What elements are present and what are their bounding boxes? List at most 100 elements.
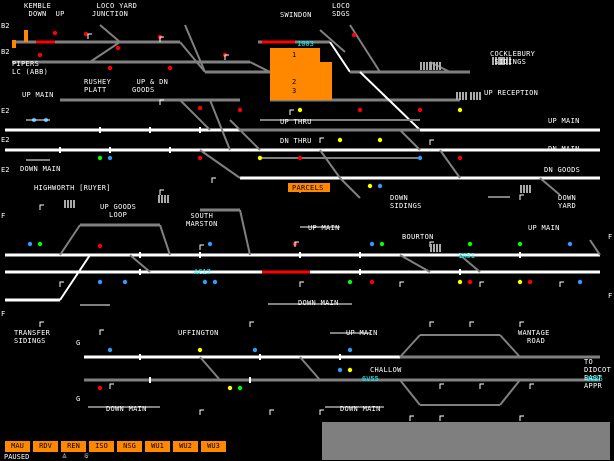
signal-aspect[interactable]	[167, 65, 173, 71]
signal-post[interactable]	[439, 415, 444, 421]
signal-aspect[interactable]	[377, 137, 383, 143]
train-describer-berth[interactable]: 1A51	[458, 252, 475, 260]
signal-aspect[interactable]	[577, 279, 583, 285]
toolbar-button-mau[interactable]: MAU	[5, 441, 30, 452]
signal-aspect[interactable]	[517, 241, 523, 247]
person-icon[interactable]: ♙	[62, 451, 67, 460]
toolbar-button-iso[interactable]: ISO	[89, 441, 114, 452]
signal-post[interactable]	[87, 33, 92, 39]
toolbar-button-wu2[interactable]: WU2	[173, 441, 198, 452]
signal-aspect[interactable]	[337, 137, 343, 143]
signal-aspect[interactable]	[37, 52, 43, 58]
signal-aspect[interactable]	[197, 347, 203, 353]
signal-aspect[interactable]	[97, 155, 103, 161]
signal-post[interactable]	[519, 415, 524, 421]
signal-aspect[interactable]	[351, 32, 357, 38]
signal-post[interactable]	[159, 189, 164, 195]
signal-aspect[interactable]	[107, 65, 113, 71]
signal-post[interactable]	[109, 383, 114, 389]
signal-aspect[interactable]	[379, 241, 385, 247]
signal-post[interactable]	[159, 99, 164, 105]
signal-aspect[interactable]	[517, 279, 523, 285]
signal-aspect[interactable]	[197, 105, 203, 111]
signal-aspect[interactable]	[252, 347, 258, 353]
signal-aspect[interactable]	[107, 155, 113, 161]
signal-post[interactable]	[479, 281, 484, 287]
signal-aspect[interactable]	[347, 347, 353, 353]
signal-aspect[interactable]	[457, 279, 463, 285]
signal-aspect[interactable]	[337, 367, 343, 373]
signal-aspect[interactable]	[417, 107, 423, 113]
signal-aspect[interactable]	[347, 279, 353, 285]
signal-post[interactable]	[249, 321, 254, 327]
signal-aspect[interactable]	[467, 241, 473, 247]
signal-post[interactable]	[409, 415, 414, 421]
signal-post[interactable]	[59, 281, 64, 287]
signal-post[interactable]	[469, 321, 474, 327]
signal-aspect[interactable]	[347, 367, 353, 373]
toolbar-button-wu1[interactable]: WU1	[145, 441, 170, 452]
signal-aspect[interactable]	[467, 279, 473, 285]
signal-aspect[interactable]	[457, 155, 463, 161]
phone-icon[interactable]: ☏	[84, 451, 89, 460]
signal-aspect[interactable]	[37, 241, 43, 247]
signal-post[interactable]	[319, 137, 324, 143]
signal-post[interactable]	[99, 329, 104, 335]
signal-aspect[interactable]	[527, 279, 533, 285]
toolbar-button-nsg[interactable]: NSG	[117, 441, 142, 452]
signal-post[interactable]	[39, 204, 44, 210]
signal-aspect[interactable]	[417, 155, 423, 161]
signal-post[interactable]	[479, 383, 484, 389]
signal-aspect[interactable]	[457, 107, 463, 113]
signal-post[interactable]	[199, 409, 204, 415]
signal-aspect[interactable]	[207, 241, 213, 247]
signal-aspect[interactable]	[212, 279, 218, 285]
signal-aspect[interactable]	[97, 279, 103, 285]
signal-aspect[interactable]	[367, 183, 373, 189]
signalling-panel[interactable]	[0, 0, 614, 437]
signal-post[interactable]	[299, 281, 304, 287]
signal-post[interactable]	[289, 109, 294, 115]
signal-aspect[interactable]	[237, 107, 243, 113]
signal-aspect[interactable]	[27, 241, 33, 247]
signal-post[interactable]	[429, 139, 434, 145]
signal-post[interactable]	[269, 409, 274, 415]
signal-aspect[interactable]	[122, 279, 128, 285]
toolbar-button-ren[interactable]: REN	[61, 441, 86, 452]
signal-aspect[interactable]	[257, 155, 263, 161]
signal-post[interactable]	[559, 281, 564, 287]
signal-aspect[interactable]	[369, 241, 375, 247]
signal-aspect[interactable]	[567, 241, 573, 247]
train-describer-berth[interactable]: 1	[292, 51, 297, 59]
signal-aspect[interactable]	[297, 107, 303, 113]
signal-aspect[interactable]	[115, 45, 121, 51]
toolbar-button-wu3[interactable]: WU3	[201, 441, 226, 452]
signal-post[interactable]	[529, 383, 534, 389]
signal-post[interactable]	[39, 321, 44, 327]
signal-post[interactable]	[199, 244, 204, 250]
signal-post[interactable]	[211, 177, 216, 183]
signal-post[interactable]	[429, 321, 434, 327]
signal-aspect[interactable]	[202, 279, 208, 285]
train-describer-berth[interactable]: 1003	[297, 40, 314, 48]
train-describer-berth[interactable]: 3	[292, 87, 297, 95]
signal-aspect[interactable]	[52, 30, 58, 36]
signal-aspect[interactable]	[377, 183, 383, 189]
signal-aspect[interactable]	[83, 31, 89, 37]
signal-post[interactable]	[319, 409, 324, 415]
signal-post[interactable]	[519, 321, 524, 327]
train-describer-berth[interactable]: 6O85	[586, 375, 603, 383]
signal-aspect[interactable]	[369, 279, 375, 285]
signal-post[interactable]	[399, 281, 404, 287]
signal-post[interactable]	[294, 241, 299, 247]
signal-aspect[interactable]	[97, 243, 103, 249]
signal-aspect[interactable]	[97, 385, 103, 391]
signal-aspect[interactable]	[197, 155, 203, 161]
signal-post[interactable]	[519, 194, 524, 200]
toolbar-button-rdv[interactable]: RDV	[33, 441, 58, 452]
signal-aspect[interactable]	[237, 385, 243, 391]
train-describer-berth[interactable]: AC17	[194, 268, 211, 276]
track-diagram[interactable]	[0, 0, 614, 437]
signal-aspect[interactable]	[357, 107, 363, 113]
train-describer-berth[interactable]: 6V55	[362, 375, 379, 383]
